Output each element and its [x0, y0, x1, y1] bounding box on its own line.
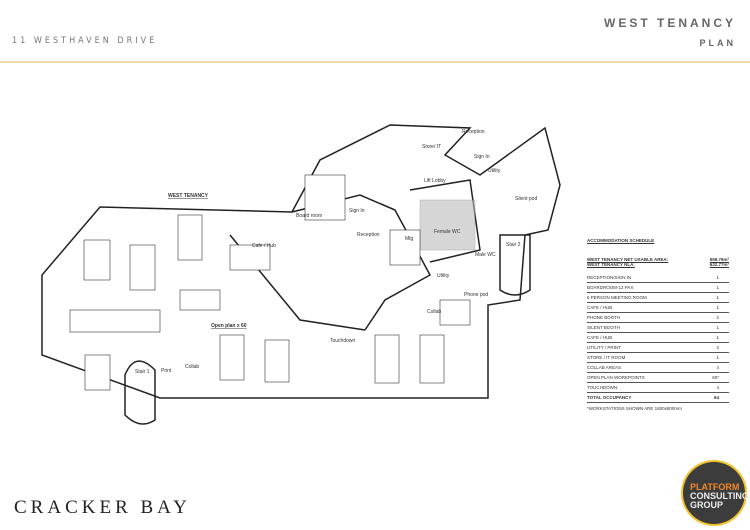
- schedule-title: ACCOMMODATION SCHEDULE: [587, 238, 655, 243]
- workstations: [69, 174, 471, 391]
- schedule-row-name: UTILITY / PRINT: [587, 345, 621, 350]
- label-collab-left: Collab: [185, 364, 199, 370]
- label-lift-lobby: Lift Lobby: [424, 178, 446, 184]
- schedule-row-qty: 1: [716, 305, 719, 310]
- schedule-row-qty: 1: [716, 295, 719, 300]
- schedule-row: SILENT BOOTH 1: [587, 323, 729, 333]
- schedule-row-name: CAFE / HUB: [587, 305, 613, 310]
- schedule-row-qty: 1: [716, 355, 719, 360]
- schedule-row: CAFE / HUB 1: [587, 333, 729, 343]
- label-phone-pod: Phone pod: [464, 292, 488, 298]
- label-stair-2: Stair 2: [506, 242, 521, 248]
- total-label: TOTAL OCCUPANCY: [587, 395, 632, 400]
- nla-row: WEST TENANCY NLA: 632.77m²: [587, 262, 729, 267]
- brand-wordmark: CRACKER BAY: [14, 497, 191, 518]
- logo-line-3: GROUP: [690, 500, 724, 510]
- label-collab-right: Collab: [427, 309, 441, 315]
- label-cafe-hub: Cafe / Hub: [252, 243, 276, 249]
- label-west-tenancy: WEST TENANCY: [168, 193, 209, 199]
- schedule-row: TOUCHDOWN 4: [587, 383, 729, 393]
- label-open-plan: Open plan x 60: [211, 323, 247, 329]
- label-store-it: Store/ IT: [422, 144, 441, 150]
- label-utility: Utility: [437, 273, 450, 279]
- wc-core: [419, 199, 476, 251]
- page-title: WEST TENANCY: [604, 16, 736, 30]
- header-divider: [0, 61, 750, 63]
- label-sign-in-top: Sign In: [474, 154, 490, 160]
- schedule-row: RECEPTION/SIGN IN 1: [587, 273, 729, 283]
- schedule-row-name: OPEN PLAN WORKPOINTS: [587, 375, 645, 380]
- schedule-row-qty: 1: [716, 325, 719, 330]
- label-sign-in: Sign In: [349, 208, 365, 214]
- usable-area-label: WEST TENANCY NET USABLE AREA:: [587, 257, 669, 262]
- accommodation-schedule: ACCOMMODATION SCHEDULE WEST TENANCY NET …: [587, 238, 729, 411]
- schedule-row-qty: 4: [716, 385, 719, 390]
- schedule-row: CAFE / HUB 1: [587, 303, 729, 313]
- label-stair-1: Stair 1: [135, 369, 150, 375]
- usable-area-row: WEST TENANCY NET USABLE AREA: 559.76m²: [587, 257, 729, 262]
- total-row: TOTAL OCCUPANCY 64: [587, 393, 729, 403]
- schedule-row-name: RECEPTION/SIGN IN: [587, 275, 632, 280]
- schedule-row-qty: 1: [716, 275, 719, 280]
- schedule-row: 6 PERSON MEETING ROOM 1: [587, 293, 729, 303]
- schedule-row: UTILITY / PRINT 2: [587, 343, 729, 353]
- schedule-row-qty: 1: [716, 335, 719, 340]
- stair-1: [124, 360, 156, 425]
- label-male-wc: Male WC: [475, 252, 496, 258]
- label-reception-top: Reception: [462, 129, 485, 135]
- label-mtg: Mtg: [405, 236, 414, 242]
- logo-line-1: PLATFORM: [690, 482, 740, 492]
- schedule-row-name: SILENT BOOTH: [587, 325, 620, 330]
- usable-area-value: 559.76m²: [709, 257, 729, 262]
- schedule-row-name: CAFE / HUB: [587, 335, 613, 340]
- schedule-row: BOARDROOM-12 PAX 1: [587, 283, 729, 293]
- schedule-row-name: COLLAB AREAS: [587, 365, 622, 370]
- schedule-row: STORE / IT ROOM 1: [587, 353, 729, 363]
- schedule-row-name: PHONE BOOTH: [587, 315, 621, 320]
- stair-2: [499, 234, 531, 296]
- logo-line-2: CONSULTING: [690, 491, 749, 501]
- schedule-row-qty: 1: [716, 285, 719, 290]
- schedule-row-qty: 60*: [712, 375, 719, 380]
- label-silent-pod: Silent pod: [515, 196, 537, 202]
- label-touchdown: Touchdown: [330, 338, 356, 344]
- nla-value: 632.77m²: [709, 262, 729, 267]
- schedule-row-name: 6 PERSON MEETING ROOM: [587, 295, 647, 300]
- platform-consulting-logo: PLATFORM CONSULTING GROUP: [683, 462, 749, 524]
- total-value: 64: [713, 395, 719, 400]
- schedule-row-name: STORE / IT ROOM: [587, 355, 626, 360]
- outer-wall: [41, 124, 561, 399]
- label-print: Print: [161, 368, 172, 374]
- page-subtitle: PLAN: [699, 38, 736, 48]
- schedule-row-qty: 4: [716, 365, 719, 370]
- nla-label: WEST TENANCY NLA:: [587, 262, 635, 267]
- schedule-row-qty: 2: [716, 315, 719, 320]
- schedule-row: PHONE BOOTH 2: [587, 313, 729, 323]
- address: 11 WESTHAVEN DRIVE: [12, 36, 158, 46]
- schedule-note: *WORKSTATIONS SHOWN ARE 1600x800mm: [587, 406, 682, 411]
- label-reception: Reception: [357, 232, 380, 238]
- schedule-row: OPEN PLAN WORKPOINTS 60*: [587, 373, 729, 383]
- schedule-row-name: BOARDROOM-12 PAX: [587, 285, 634, 290]
- schedule-row-name: TOUCHDOWN: [587, 385, 618, 390]
- schedule-row: COLLAB AREAS 4: [587, 363, 729, 373]
- label-female-wc: Female WC: [434, 229, 461, 235]
- label-utility-top: Utility: [488, 168, 501, 174]
- label-board-room: Board room: [296, 213, 322, 219]
- schedule-row-qty: 2: [716, 345, 719, 350]
